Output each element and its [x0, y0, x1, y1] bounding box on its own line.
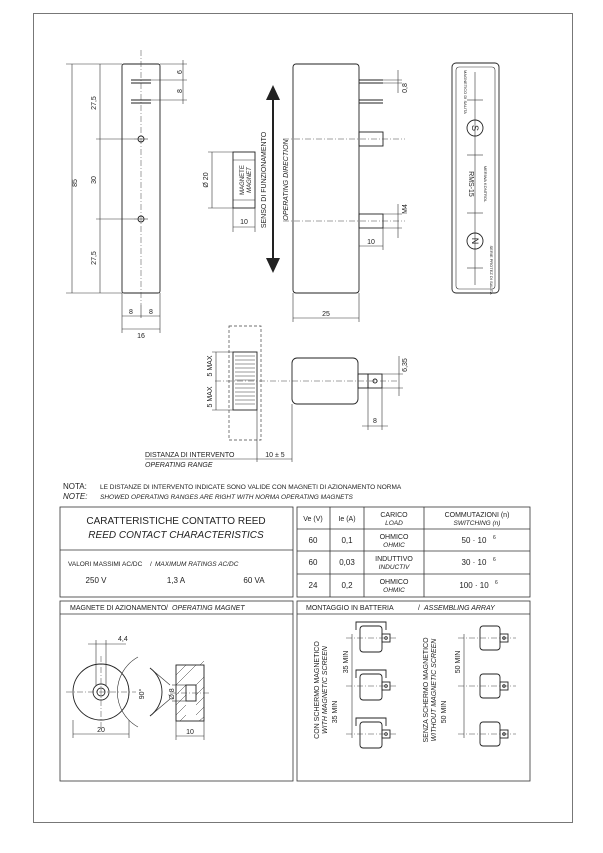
cell-ie: 0,03 — [339, 558, 355, 567]
dim-8-bottom: 8 — [373, 418, 377, 425]
dim-30: 30 — [91, 176, 98, 184]
rating-va: 60 VA — [243, 576, 265, 585]
reed-title-it: CARATTERISTICHE CONTATTO REED — [86, 516, 265, 527]
note-en-text: SHOWED OPERATING RANGES ARE RIGHT WITH N… — [100, 494, 353, 501]
assembly-title-it: MONTAGGIO IN BATTERIA — [306, 605, 394, 612]
drawing-sheet — [33, 13, 573, 823]
assembly-panel — [296, 600, 531, 782]
dim-5max-b: 5 MAX — [207, 386, 214, 407]
pole-s: S — [470, 125, 480, 131]
cell-ie: 0,2 — [341, 581, 353, 590]
dim-0-8: 0,8 — [402, 83, 409, 93]
ratings-sep: / — [150, 561, 152, 568]
magnet-label-en: MAGNET — [247, 166, 253, 193]
magnet-panel-title-en: OPERATING MAGNET — [172, 605, 245, 612]
switching-table — [296, 506, 531, 598]
side-view — [283, 63, 405, 322]
th-ve: Ve (V) — [303, 516, 322, 523]
with-screen-dim-2: 35 MIN — [332, 701, 339, 724]
rating-v: 250 V — [86, 576, 108, 585]
dim-5max-a: 5 MAX — [207, 355, 214, 376]
cell-ve: 60 — [309, 558, 318, 567]
range-view — [145, 325, 403, 462]
without-screen-it: SENZA SCHERMO MAGNETICO — [423, 637, 430, 743]
magnet-view — [208, 151, 256, 232]
th-load-en: LOAD — [385, 520, 403, 527]
label-brand: MERIWA KONTROL — [483, 166, 488, 203]
direction-label-it: SENSO DI FUNZIONAMENTO — [261, 131, 268, 228]
reed-title-en: REED CONTACT CHARACTERISTICS — [88, 530, 264, 541]
label-top-code: MAGNETICO DI SALITA — [463, 70, 468, 114]
cell-load-it: INDUTTIVO — [375, 556, 413, 563]
without-screen-dim-2: 50 MIN — [441, 701, 448, 724]
magnet-dim-10: 10 — [186, 729, 194, 736]
dim-27-5-bot: 27,5 — [91, 251, 98, 265]
label-model: RMS-15 — [467, 171, 474, 197]
note-en-label: NOTE: — [63, 492, 87, 501]
magnet-dim-20: 20 — [97, 727, 105, 734]
dim-6: 6 — [177, 70, 184, 74]
cell-load-en: INDUCTIV — [379, 564, 410, 571]
dim-6-35: 6,35 — [402, 358, 409, 372]
cell-load-it: OHMICO — [380, 534, 409, 541]
cell-load-en: OHMIC — [383, 542, 405, 549]
label-bottom-code: SERIE PROTEZ DI SALITA — [489, 245, 494, 294]
dim-8-top: 8 — [177, 89, 184, 93]
front-view — [66, 50, 187, 333]
cell-load-en: OHMIC — [383, 587, 405, 594]
dim-85: 85 — [72, 179, 79, 187]
magnet-dim-4-4: 4,4 — [118, 636, 128, 643]
range-label-en: OPERATING RANGE — [145, 462, 213, 469]
dim-d20: Ø 20 — [203, 172, 210, 187]
cell-switching-exp: 6 — [495, 580, 498, 586]
dim-8-right: 8 — [149, 309, 153, 316]
ratings-it: VALORI MASSIMI AC/DC — [68, 561, 143, 568]
cell-load-it: OHMICO — [380, 579, 409, 586]
pole-n: N — [470, 238, 480, 245]
assembly-sep: / — [418, 605, 420, 612]
magnet-dim-90: 90° — [138, 689, 146, 700]
magnet-panel — [59, 600, 294, 782]
product-label — [451, 62, 500, 294]
range-label-it: DISTANZA DI INTERVENTO — [145, 452, 235, 459]
assembly-title-en: ASSEMBLING ARRAY — [423, 605, 496, 612]
cell-switching-exp: 6 — [493, 535, 496, 541]
cell-switching: 100 · 10 — [459, 581, 489, 590]
with-screen-it: CON SCHERMO MAGNETICO — [314, 641, 321, 739]
cell-switching: 50 · 10 — [462, 536, 487, 545]
magnet-panel-title-it: MAGNETE DI AZIONAMENTO — [70, 605, 167, 612]
rating-a: 1,3 A — [167, 576, 186, 585]
cell-switching-exp: 6 — [493, 557, 496, 563]
note-it-label: NOTA: — [63, 482, 87, 491]
note-it-text: LE DISTANZE DI INTERVENTO INDICATE SONO … — [100, 484, 402, 491]
with-screen-dim: 35 MIN — [343, 651, 350, 674]
cell-ie: 0,1 — [341, 536, 353, 545]
direction-label-en: OPERATING DIRECTION — [283, 138, 290, 220]
cell-ve: 60 — [309, 536, 318, 545]
magnet-label-it: MAGNETE — [240, 165, 246, 195]
dim-25: 25 — [322, 311, 330, 318]
th-switching-en: SWITCHING (n) — [454, 520, 501, 527]
dim-27-5-top: 27,5 — [91, 96, 98, 110]
dim-16: 16 — [137, 333, 145, 340]
dim-m4: M4 — [402, 204, 409, 214]
dim-8-left: 8 — [129, 309, 133, 316]
reed-box — [59, 506, 294, 598]
direction-arrow — [266, 85, 280, 273]
th-ie: Ie (A) — [338, 516, 355, 523]
with-screen-en: WITH MAGNETIC SCREEN — [322, 645, 329, 734]
th-load: CARICO — [380, 512, 408, 519]
magnet-panel-sep: / — [166, 605, 168, 612]
cell-switching: 30 · 10 — [462, 558, 487, 567]
th-switching: COMMUTAZIONI (n) — [445, 512, 510, 519]
magnet-dim-d8: Ø 8 — [169, 688, 176, 699]
without-screen-en: WITHOUT MAGNETIC SCREEN — [431, 638, 438, 742]
ratings-en: MAXIMUM RATINGS AC/DC — [155, 561, 239, 568]
range-value: 10 ± 5 — [265, 452, 285, 459]
dim-10-side: 10 — [367, 239, 375, 246]
cell-ve: 24 — [309, 581, 318, 590]
without-screen-dim: 50 MIN — [455, 651, 462, 674]
dim-10-magnet: 10 — [240, 219, 248, 226]
